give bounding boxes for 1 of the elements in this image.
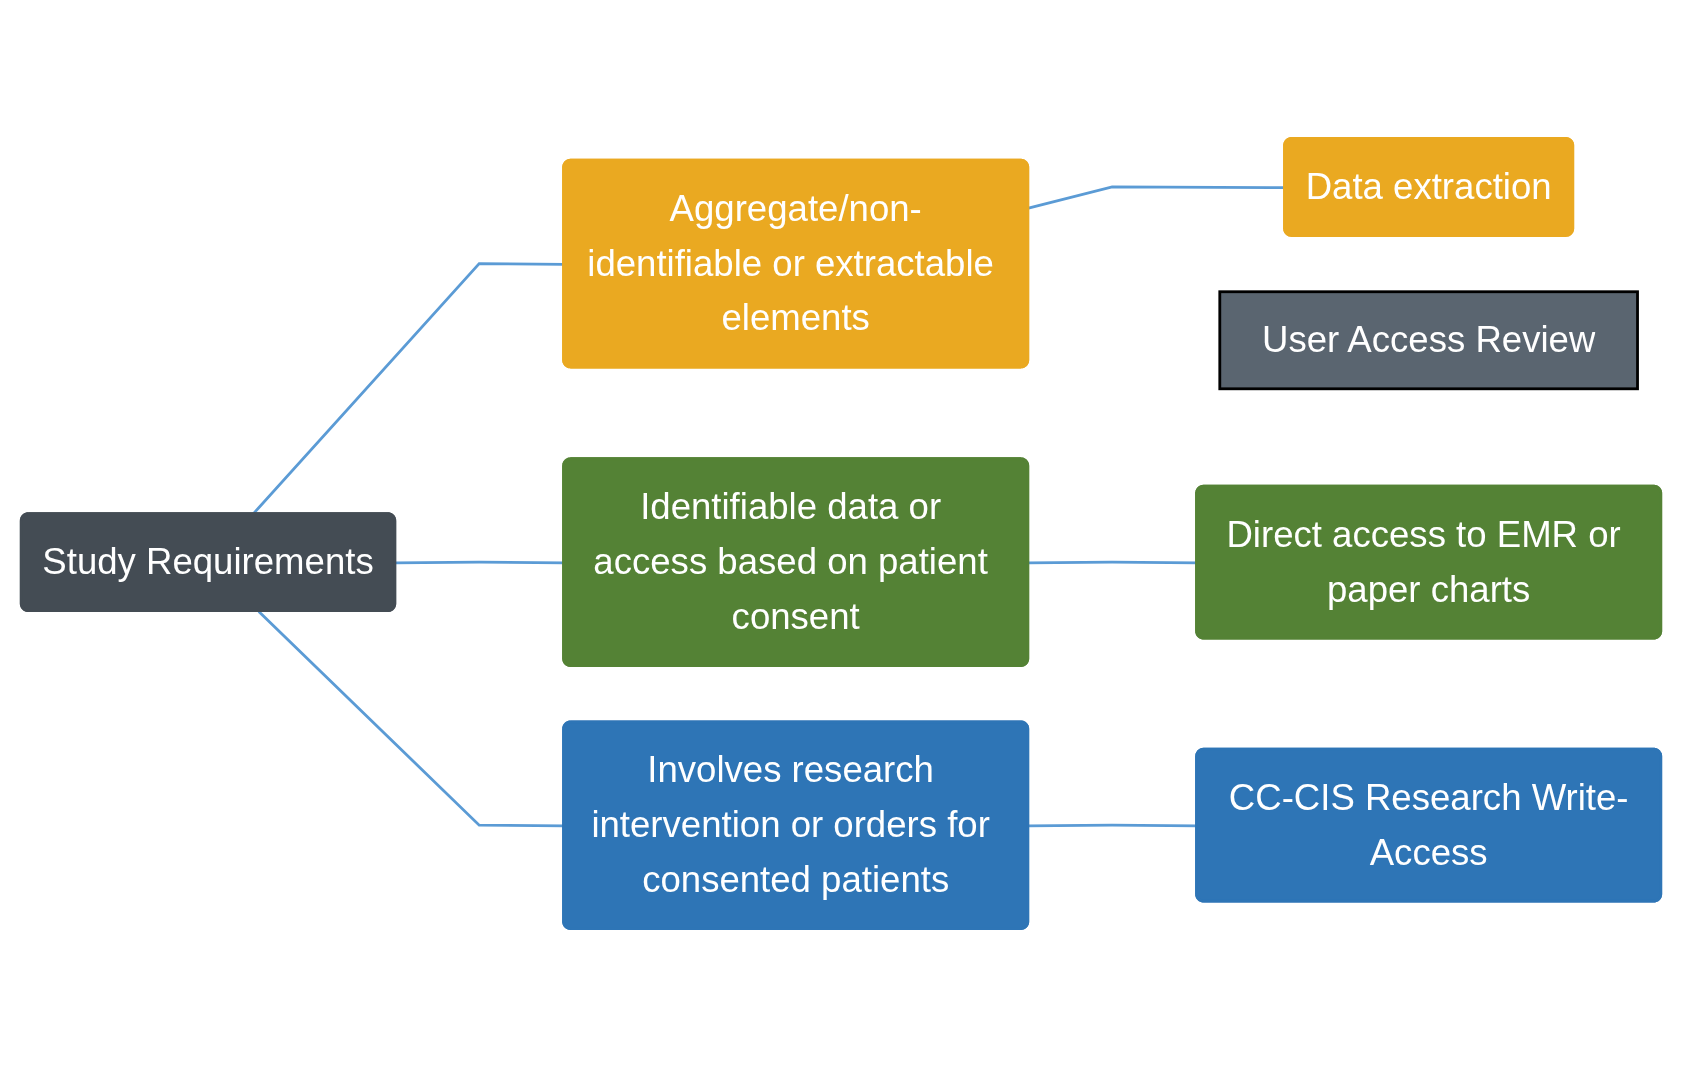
node-box: User Access Review [1218,290,1639,391]
